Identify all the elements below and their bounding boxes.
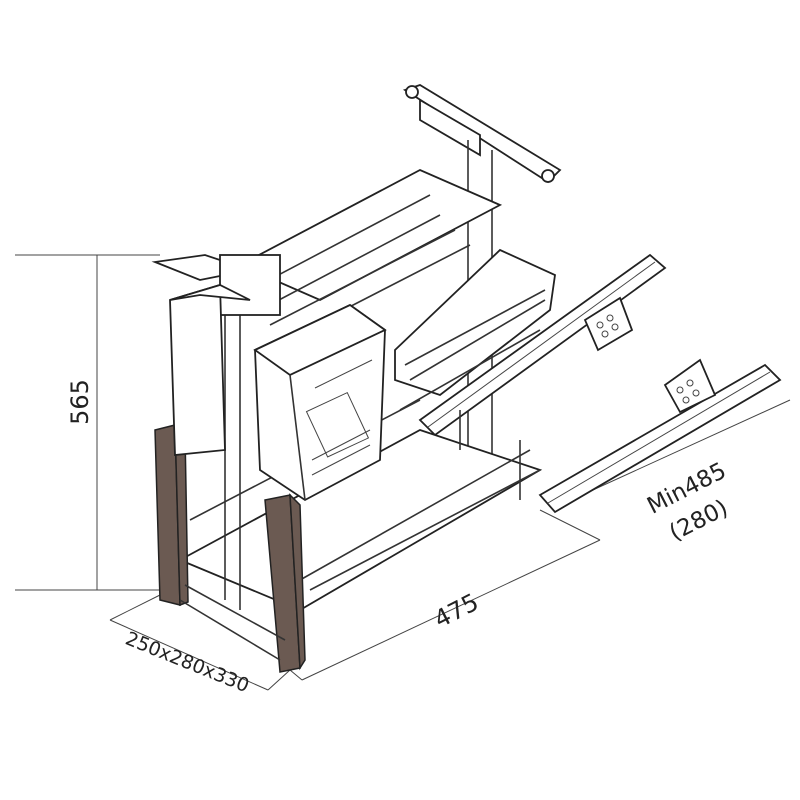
front-perforated-basket	[253, 303, 387, 502]
front-frame	[154, 423, 306, 673]
upper-slide-rail	[418, 253, 667, 437]
depth-dimension-label: 475	[430, 588, 484, 634]
footprint-dimension-lines	[109, 594, 291, 691]
top-bracket	[402, 84, 562, 470]
height-dimension-lines	[15, 254, 160, 591]
height-dimension-label: 565	[66, 379, 94, 425]
left-bin	[169, 283, 251, 456]
footprint-dimension-label: 250x280x330	[122, 628, 252, 698]
lower-slide-rail	[538, 358, 782, 514]
handle-column	[151, 254, 281, 610]
rear-rack	[237, 169, 556, 411]
